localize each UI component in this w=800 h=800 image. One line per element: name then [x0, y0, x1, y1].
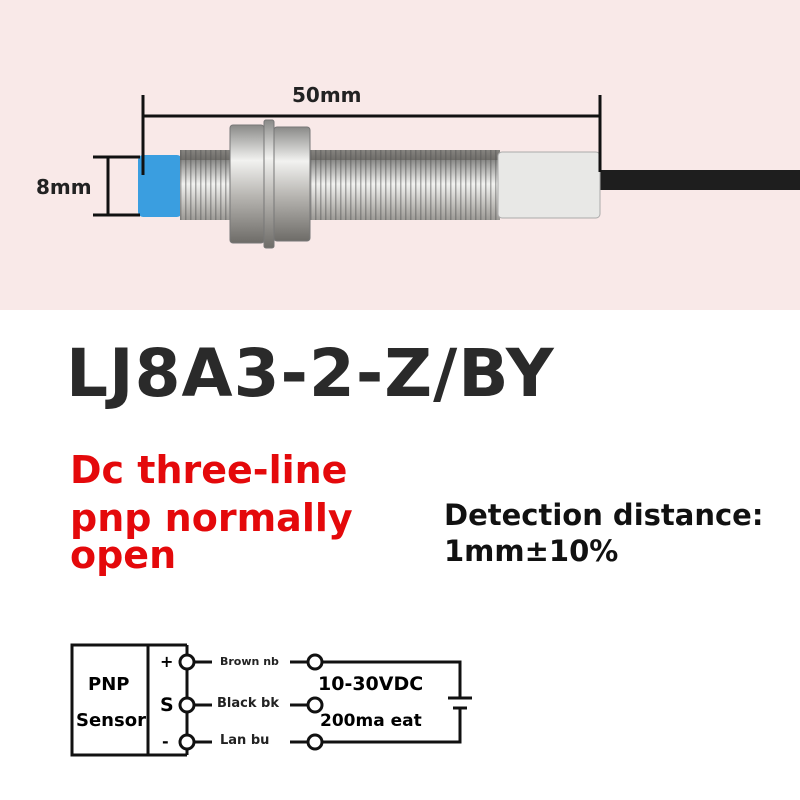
sensor-tip	[138, 155, 182, 217]
terminal-signal: S	[160, 694, 174, 716]
threaded-body	[180, 150, 500, 220]
detection-value: 1mm±10%	[444, 534, 619, 568]
cable	[598, 170, 800, 190]
type-line-2: pnp normally	[70, 496, 353, 540]
load-current: 200ma eat	[320, 711, 422, 731]
model-title: LJ8A3-2-Z/BY	[66, 335, 555, 412]
wire-blue: Lan bu	[220, 733, 270, 748]
wire-brown: Brown nb	[220, 655, 279, 668]
terminal-minus: -	[162, 732, 169, 751]
nut-right	[273, 126, 311, 242]
detection-label: Detection distance:	[444, 498, 764, 532]
wire-black: Black bk	[217, 696, 279, 711]
diameter-dimension: 8mm	[36, 175, 92, 199]
supply-voltage: 10-30VDC	[318, 673, 424, 695]
pnp-label: PNP	[88, 674, 130, 695]
terminal-plus: +	[160, 652, 174, 671]
nut-left	[229, 124, 265, 244]
washer	[263, 119, 275, 249]
sensor-illustration	[93, 95, 800, 249]
dimension-lines	[93, 95, 602, 217]
type-line-1: Dc three-line	[70, 448, 348, 492]
sensor-label: Sensor	[76, 710, 146, 731]
label-sleeve	[497, 151, 601, 219]
length-dimension: 50mm	[292, 83, 362, 107]
type-line-3: open	[70, 533, 177, 577]
